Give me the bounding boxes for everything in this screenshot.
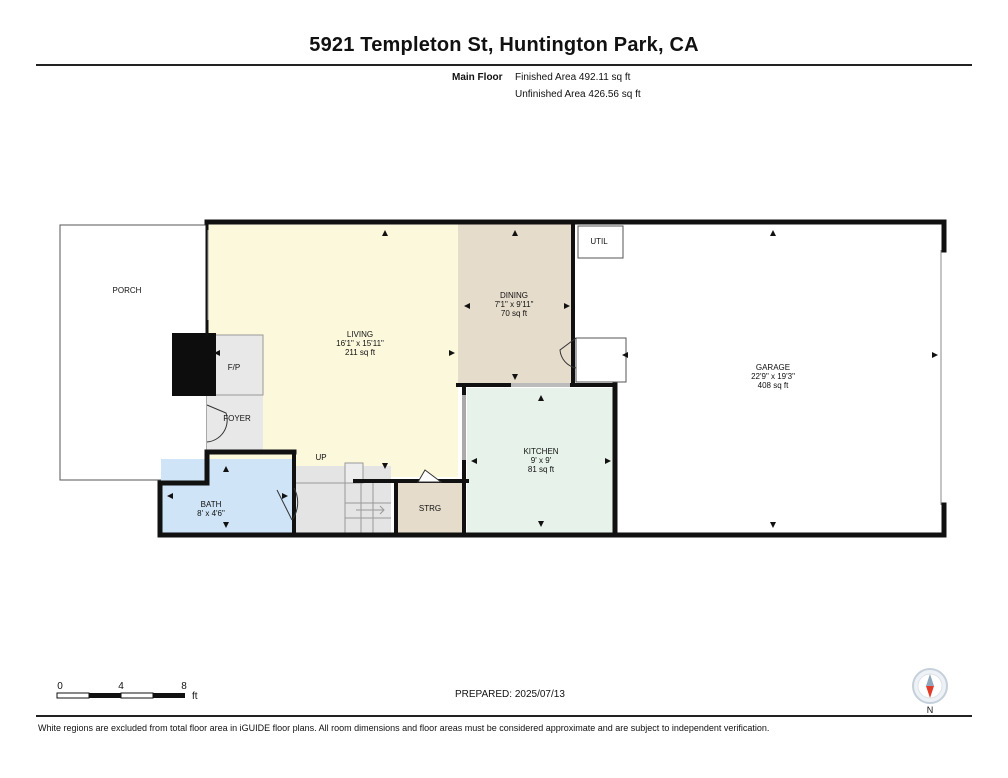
storage-fill xyxy=(396,483,464,533)
fireplace xyxy=(172,333,216,396)
fp-label: F/P xyxy=(228,363,240,372)
dining-label: DINING xyxy=(500,291,528,300)
porch-label: PORCH xyxy=(113,286,142,295)
living-area: 211 sq ft xyxy=(345,348,376,357)
scale-tick-0: 0 xyxy=(57,681,63,692)
scale-unit: ft xyxy=(192,691,198,702)
stairs-label: UP xyxy=(315,453,326,462)
dining-area: 70 sq ft xyxy=(501,309,528,318)
fp-box xyxy=(209,334,264,396)
thin-lines xyxy=(207,225,942,505)
footer-disclaimer: White regions are excluded from total fl… xyxy=(38,723,770,733)
footer-divider xyxy=(36,715,972,717)
scale-bar: 0 4 8 ft xyxy=(56,681,198,702)
scale-tick-8: 8 xyxy=(181,681,187,692)
stairs-fill xyxy=(296,466,391,533)
living-label: LIVING xyxy=(347,330,373,339)
scale-tick-4: 4 xyxy=(118,681,124,692)
finished-area: Finished Area 492.11 sq ft xyxy=(515,72,631,83)
garage-area: 408 sq ft xyxy=(758,381,789,390)
dining-dims: 7'1" x 9'11" xyxy=(495,300,534,309)
header-divider xyxy=(36,64,972,66)
kitchen-area: 81 sq ft xyxy=(528,465,555,474)
walls xyxy=(157,219,947,538)
compass-label: N xyxy=(927,705,934,715)
unfinished-area: Unfinished Area 426.56 sq ft xyxy=(515,89,641,100)
kitchen-fill xyxy=(467,388,615,533)
compass-icon: N xyxy=(912,668,948,715)
living-dims: 16'1" x 15'11" xyxy=(336,339,384,348)
dining-fill xyxy=(458,224,573,385)
prepared-date: PREPARED: 2025/07/13 xyxy=(455,689,565,700)
floor-label: Main Floor xyxy=(452,72,503,83)
garage-label: GARAGE xyxy=(756,363,790,372)
foyer-label: FOYER xyxy=(223,414,251,423)
kitchen-label: KITCHEN xyxy=(523,447,558,456)
door-swings xyxy=(206,337,577,521)
util-label: UTIL xyxy=(590,237,608,246)
dimension-arrows xyxy=(167,230,938,528)
plan-title: 5921 Templeton St, Huntington Park, CA xyxy=(309,34,699,56)
bath-dims: 8' x 4'6" xyxy=(197,509,225,518)
storage-label: STRG xyxy=(419,504,441,513)
stair-treads xyxy=(296,462,391,533)
garage-dims: 22'9" x 19'3" xyxy=(751,372,795,381)
kitchen-dims: 9' x 9' xyxy=(531,456,552,465)
bath-label: BATH xyxy=(201,500,222,509)
